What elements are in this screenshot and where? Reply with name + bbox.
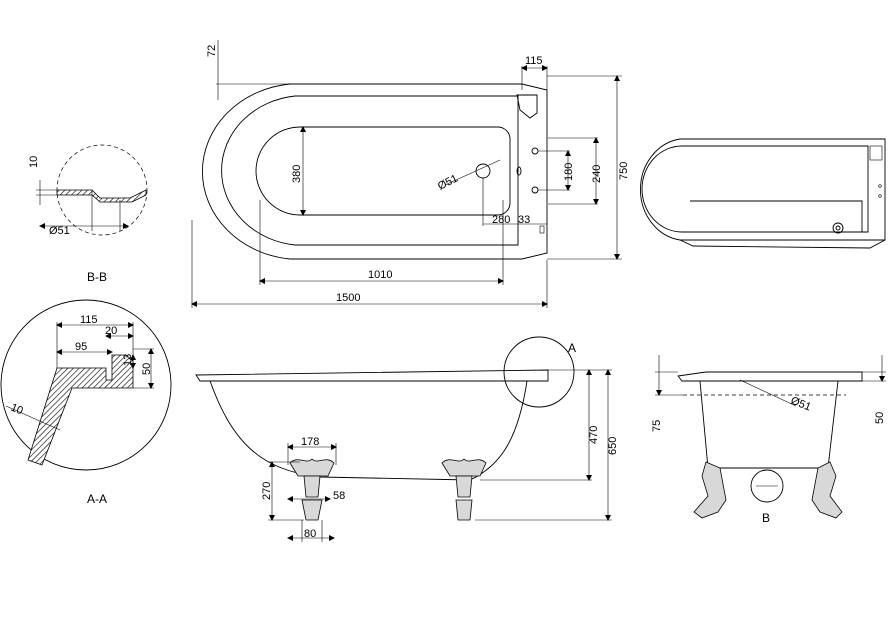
dim-foot-178: 178 <box>301 436 319 448</box>
dim-top-115: 115 <box>525 55 543 67</box>
dim-470: 470 <box>588 426 600 444</box>
dim-end-75: 75 <box>651 420 663 432</box>
label-section-bb: B-B <box>87 270 107 284</box>
label-detail-b: B <box>762 511 770 525</box>
dim-280: 280 <box>492 214 510 226</box>
plan-overflow-recess <box>516 94 538 119</box>
end-elevation: B 75 Ø51 50 <box>651 355 886 525</box>
dim-foot-270: 270 <box>261 482 273 500</box>
dim-1500: 1500 <box>336 292 360 304</box>
detail-aa: 115 20 95 13 50 10 A-A <box>0 299 172 506</box>
dim-bb-51: Ø51 <box>49 225 70 237</box>
dim-180: 180 <box>563 163 575 181</box>
dim-1010: 1010 <box>368 269 392 281</box>
dim-750: 750 <box>618 162 630 180</box>
dim-aa-13: 13 <box>122 354 134 366</box>
dim-72: 72 <box>206 45 218 57</box>
overflow-hole <box>516 166 522 176</box>
tap-hole-top <box>531 147 539 155</box>
dim-380: 380 <box>291 165 303 183</box>
dim-bb-10: 10 <box>28 156 40 168</box>
dim-650: 650 <box>607 437 619 455</box>
plan-view: 115 72 380 Ø51 280 33 180 240 750 1010 <box>191 40 630 308</box>
dim-foot-80: 80 <box>304 528 316 540</box>
waste-leader <box>444 159 501 186</box>
plan-inner-basin <box>255 126 511 216</box>
detail-bb: Ø51 10 B-B <box>28 144 148 284</box>
waste-outlet <box>475 163 491 179</box>
dim-aa-95: 95 <box>75 341 87 353</box>
dim-aa-10: 10 <box>9 402 25 418</box>
iso-view <box>640 138 886 249</box>
detail-circle-a <box>503 336 575 408</box>
dim-240: 240 <box>591 165 603 183</box>
dim-aa-50: 50 <box>141 363 153 375</box>
side-elevation: A 178 270 58 80 470 650 <box>195 336 619 542</box>
plan-outer-rim <box>202 83 548 260</box>
plan-rim-inner-line <box>221 95 519 246</box>
label-detail-a: A <box>568 341 576 355</box>
label-section-aa: A-A <box>87 492 107 506</box>
tap-hole-bottom <box>531 186 539 194</box>
dim-aa-20: 20 <box>105 325 117 337</box>
dim-aa-115: 115 <box>80 314 98 326</box>
dim-foot-58: 58 <box>333 490 345 502</box>
dim-end-50: 50 <box>874 412 886 424</box>
dim-waste-51: Ø51 <box>436 173 460 193</box>
dim-33: 33 <box>518 214 530 226</box>
dim-end-51: Ø51 <box>789 395 813 414</box>
